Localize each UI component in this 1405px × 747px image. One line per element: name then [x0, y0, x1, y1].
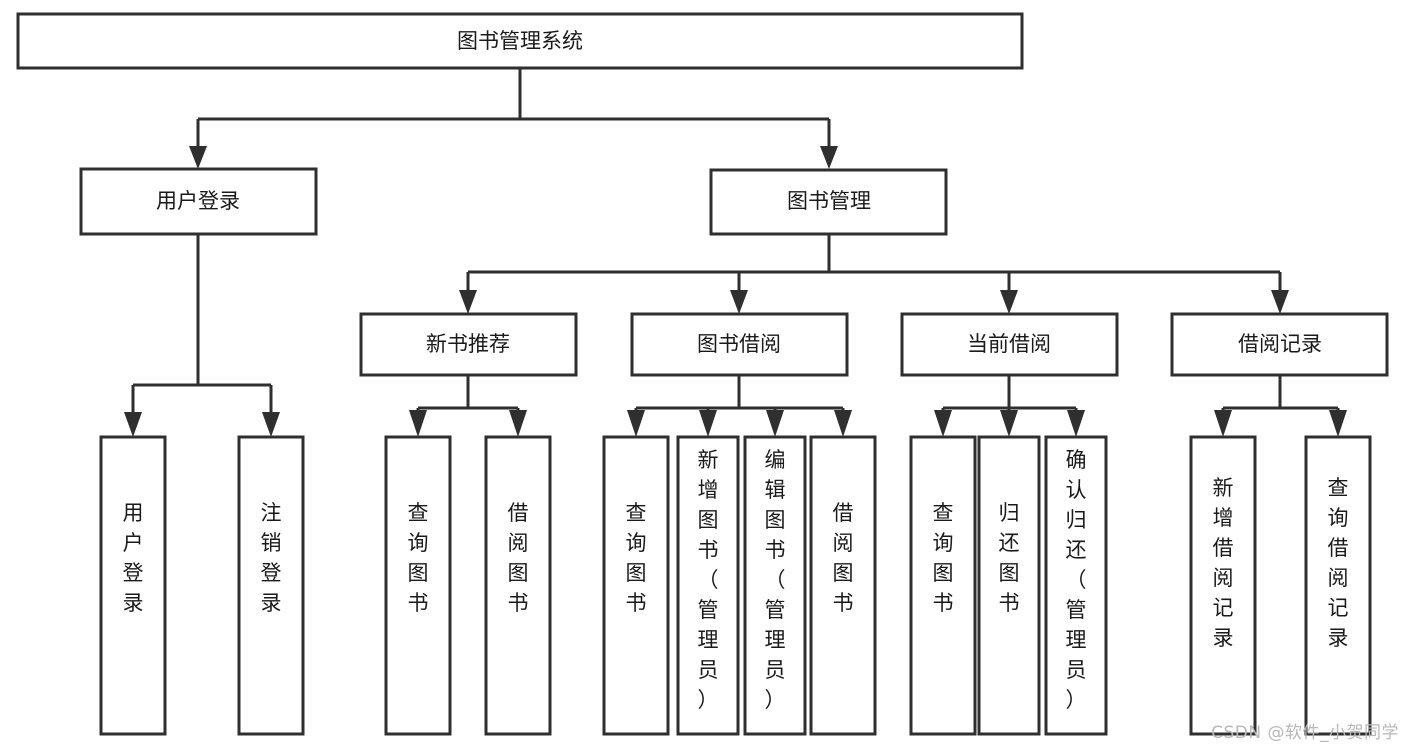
node-book-manage-label: 图书管理 — [787, 189, 871, 213]
node-current-borrow-box[interactable] — [900, 312, 1119, 377]
arrow-head-book-manage — [820, 146, 838, 169]
node-book-manage[interactable]: 图书管理 — [709, 168, 948, 236]
node-leaf-query-book-3[interactable]: 查询图书 — [909, 435, 977, 736]
arrow-head-borrow-record — [1271, 290, 1289, 314]
node-leaf-query-record-label: 查询借阅记录 — [1328, 476, 1349, 650]
arrow-head-leaf-add-record — [1214, 410, 1232, 437]
node-leaf-query-book-2-label: 查询图书 — [626, 501, 647, 615]
node-new-book-rec-label: 新书推荐 — [426, 332, 510, 356]
node-leaf-confirm-return-box[interactable] — [1044, 435, 1108, 736]
node-leaf-add-book-label: 新增图书（管理员） — [698, 448, 719, 712]
arrow-head-leaf-user-login — [124, 412, 142, 437]
node-leaf-return-book-label: 归还图书 — [999, 501, 1020, 615]
node-leaf-borrow-book-1-box[interactable] — [484, 435, 552, 736]
csdn-watermark: CSDN @软件_小贺同学 — [1211, 723, 1399, 743]
node-book-manage-box[interactable] — [709, 168, 948, 236]
node-leaf-borrow-book-1[interactable]: 借阅图书 — [484, 435, 552, 736]
node-new-book-rec[interactable]: 新书推荐 — [359, 312, 578, 377]
node-leaf-user-login-box[interactable] — [99, 435, 167, 736]
node-root-label: 图书管理系统 — [457, 29, 583, 53]
node-leaf-add-record[interactable]: 新增借阅记录 — [1189, 435, 1257, 736]
arrow-head-leaf-edit-book — [766, 410, 784, 437]
node-user-login[interactable]: 用户登录 — [79, 167, 318, 236]
node-leaf-query-record[interactable]: 查询借阅记录 — [1304, 435, 1372, 736]
node-new-book-rec-box[interactable] — [359, 312, 578, 377]
node-borrow-record-box[interactable] — [1170, 312, 1389, 377]
node-leaf-confirm-return-label: 确认归还（管理员） — [1066, 448, 1087, 712]
node-leaf-query-book-2[interactable]: 查询图书 — [602, 435, 670, 736]
arrow-head-leaf-return-book — [1000, 410, 1018, 437]
node-leaf-add-record-box[interactable] — [1189, 435, 1257, 736]
connector-layer — [124, 68, 1347, 437]
node-leaf-query-book-3-box[interactable] — [909, 435, 977, 736]
node-leaf-add-book[interactable]: 新增图书（管理员） — [676, 435, 740, 736]
arrow-head-leaf-query-book-1 — [409, 410, 427, 437]
arrow-head-leaf-query-record — [1329, 410, 1347, 437]
node-borrow-record[interactable]: 借阅记录 — [1170, 312, 1389, 377]
node-leaf-logout[interactable]: 注销登录 — [237, 435, 305, 736]
node-leaf-borrow-book-2-label: 借阅图书 — [833, 501, 854, 615]
node-leaf-logout-label: 注销登录 — [261, 501, 282, 615]
node-leaf-return-book-box[interactable] — [977, 435, 1041, 736]
node-leaf-borrow-book-1-label: 借阅图书 — [508, 501, 529, 615]
node-leaf-query-record-box[interactable] — [1304, 435, 1372, 736]
node-leaf-user-login[interactable]: 用户登录 — [99, 435, 167, 736]
node-leaf-edit-book-label: 编辑图书（管理员） — [765, 448, 786, 712]
node-leaf-add-record-label: 新增借阅记录 — [1213, 476, 1234, 650]
node-book-borrow-label: 图书借阅 — [697, 332, 781, 356]
arrow-head-leaf-borrow-book-2 — [834, 410, 852, 437]
arrow-head-book-borrow — [730, 290, 748, 314]
node-book-borrow[interactable]: 图书借阅 — [630, 312, 849, 377]
node-user-login-label: 用户登录 — [156, 189, 240, 213]
node-borrow-record-label: 借阅记录 — [1238, 332, 1322, 356]
node-leaf-query-book-1-label: 查询图书 — [408, 501, 429, 615]
node-leaf-query-book-3-label: 查询图书 — [933, 501, 954, 615]
node-current-borrow-label: 当前借阅 — [967, 332, 1051, 356]
node-leaf-edit-book-box[interactable] — [743, 435, 807, 736]
node-root-box[interactable] — [16, 12, 1024, 70]
node-leaf-borrow-book-2-box[interactable] — [809, 435, 877, 736]
node-root[interactable]: 图书管理系统 — [16, 12, 1024, 70]
node-leaf-borrow-book-2[interactable]: 借阅图书 — [809, 435, 877, 736]
node-leaf-confirm-return[interactable]: 确认归还（管理员） — [1044, 435, 1108, 736]
node-leaf-query-book-1-box[interactable] — [384, 435, 452, 736]
arrow-head-new-book-rec — [459, 290, 477, 314]
node-leaf-return-book[interactable]: 归还图书 — [977, 435, 1041, 736]
node-current-borrow[interactable]: 当前借阅 — [900, 312, 1119, 377]
arrow-head-leaf-add-book — [699, 410, 717, 437]
arrow-head-user-login — [189, 146, 207, 169]
node-leaf-query-book-1[interactable]: 查询图书 — [384, 435, 452, 736]
arrow-head-current-borrow — [1000, 290, 1018, 314]
arrow-head-leaf-query-book-2 — [627, 410, 645, 437]
node-leaf-query-book-2-box[interactable] — [602, 435, 670, 736]
arrow-head-leaf-confirm-return — [1067, 410, 1085, 437]
arrow-head-leaf-query-book-3 — [934, 410, 952, 437]
node-book-borrow-box[interactable] — [630, 312, 849, 377]
node-leaf-logout-box[interactable] — [237, 435, 305, 736]
node-leaf-user-login-label: 用户登录 — [123, 501, 144, 615]
node-user-login-box[interactable] — [79, 167, 318, 236]
arrow-head-leaf-borrow-book-1 — [509, 410, 527, 437]
node-leaf-edit-book[interactable]: 编辑图书（管理员） — [743, 435, 807, 736]
arrow-head-leaf-logout — [262, 412, 280, 437]
leaf-nodes-layer: 用户登录 注销登录 查询图书 借阅图书 查询图书 新增图书（管理员） — [99, 435, 1372, 736]
node-leaf-add-book-box[interactable] — [676, 435, 740, 736]
